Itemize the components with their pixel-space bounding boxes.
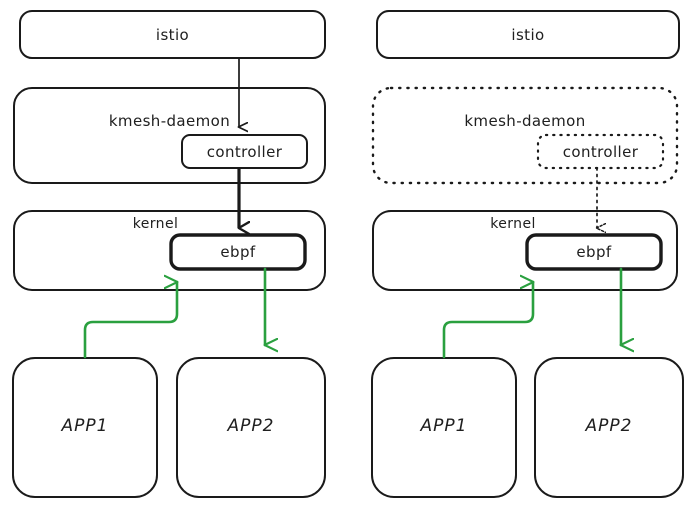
node-app2-left[interactable] — [176, 357, 326, 498]
node-istio-right[interactable] — [376, 10, 680, 59]
node-app1-right[interactable] — [371, 357, 517, 498]
node-app2-right[interactable] — [534, 357, 684, 498]
left-panel — [12, 10, 326, 498]
node-istio-left[interactable] — [19, 10, 326, 59]
node-controller-left[interactable] — [181, 134, 308, 169]
node-controller-right[interactable] — [536, 133, 665, 170]
edge-app1-to-ebpf-left — [83, 282, 177, 359]
node-app1-left[interactable] — [12, 357, 158, 498]
edge-app1-to-ebpf-right — [442, 282, 533, 359]
right-panel — [371, 10, 684, 498]
node-ebpf-left[interactable] — [169, 233, 307, 271]
node-ebpf-right[interactable] — [525, 233, 663, 271]
